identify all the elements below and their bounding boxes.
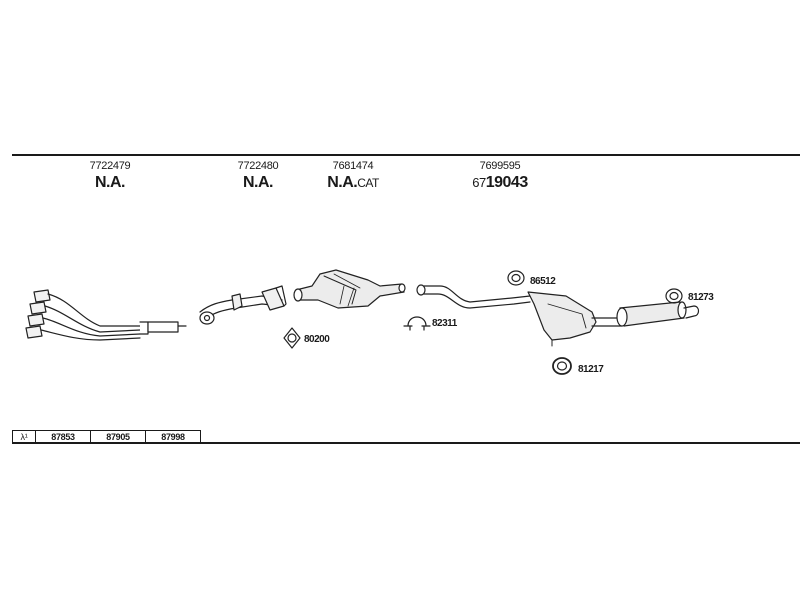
- part-number: 7699595: [479, 160, 521, 172]
- part-number: 7722480: [237, 160, 279, 172]
- lambda-code: 87853: [35, 430, 91, 444]
- rear-silencer: [616, 301, 700, 327]
- front-pipe: [199, 285, 287, 325]
- table-row: λ¹ 87853 87905 87998: [12, 430, 201, 444]
- status-code: 6719043: [462, 173, 538, 193]
- status-code: N.A.CAT: [318, 173, 388, 193]
- callout-label-gasket: 80200: [304, 334, 330, 345]
- center-silencer: [416, 284, 625, 347]
- clamp-icon: [403, 316, 431, 331]
- lambda-code: 87905: [90, 430, 146, 444]
- ring-icon: [552, 357, 572, 375]
- callout-label-ring-mid: 86512: [530, 276, 556, 287]
- lambda-code: 87998: [145, 430, 201, 444]
- callout-label-ring-rear: 81273: [688, 292, 714, 303]
- status-main: 19043: [485, 174, 529, 191]
- header-col-front-pipe: 7722480 N.A.: [226, 160, 290, 193]
- status-prefix: 67: [472, 175, 486, 190]
- status-main: N.A.: [327, 174, 358, 191]
- top-rule: [12, 154, 800, 156]
- part-number: 7681474: [332, 160, 374, 172]
- bottom-rule: [12, 442, 800, 444]
- gasket-icon: [283, 327, 301, 349]
- header-col-catalyst: 7681474 N.A.CAT: [318, 160, 388, 193]
- status-suffix: CAT: [357, 176, 379, 190]
- header-col-manifold: 7722479 N.A.: [78, 160, 142, 193]
- header-col-silencer: 7699595 6719043: [462, 160, 538, 193]
- ring-icon: [665, 288, 683, 304]
- callout-label-clamp: 82311: [432, 318, 457, 329]
- exhaust-manifold: [25, 289, 187, 341]
- lambda-symbol: λ¹: [12, 430, 36, 444]
- status-code: N.A.: [243, 174, 274, 191]
- ring-icon: [507, 270, 525, 286]
- callout-label-ring-lower: 81217: [578, 364, 604, 375]
- catalytic-converter: [293, 269, 406, 309]
- lambda-code-table: λ¹ 87853 87905 87998: [12, 430, 201, 444]
- status-code: N.A.: [95, 174, 126, 191]
- part-number: 7722479: [89, 160, 131, 172]
